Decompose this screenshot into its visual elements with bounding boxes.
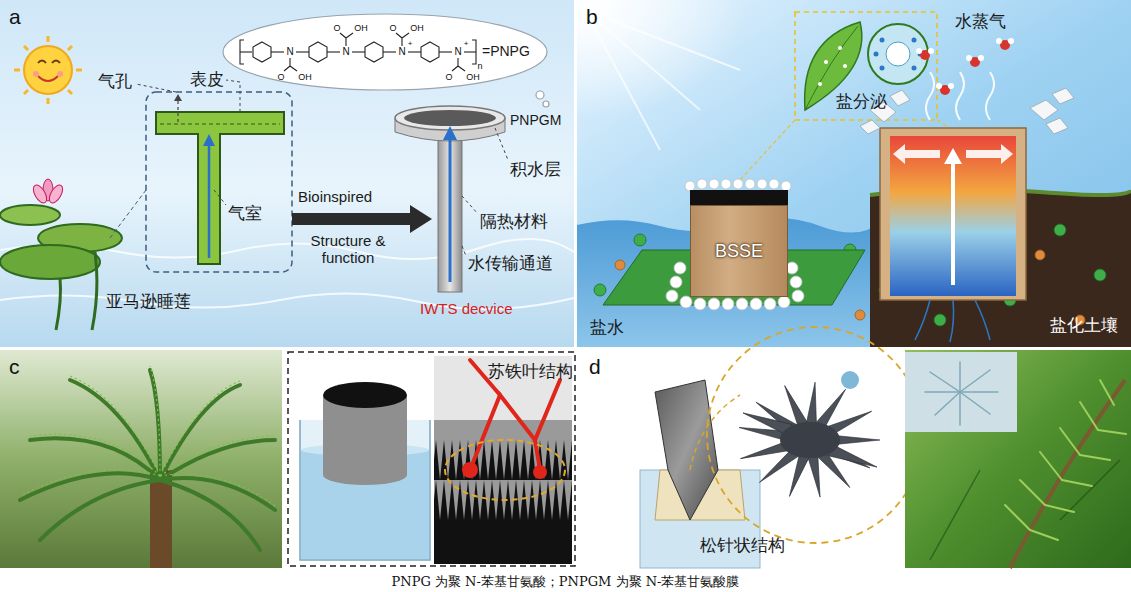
figure-caption: PNPG 为聚 N-苯基甘氨酸；PNPGM 为聚 N-苯基甘氨酸膜 bbox=[0, 573, 1131, 591]
formula-atom: OH bbox=[410, 24, 424, 33]
formula-atom: O bbox=[445, 73, 452, 82]
formula-atom: + bbox=[408, 40, 413, 48]
figure-panel: c bbox=[0, 350, 578, 568]
annotation-label: 亚马逊睡莲 bbox=[106, 292, 191, 312]
figure-panel: bBSSE bbox=[577, 0, 1131, 347]
box-label: BSSE bbox=[715, 241, 763, 262]
formula-atom: N bbox=[286, 47, 293, 57]
annotation-label: 气室 bbox=[228, 204, 262, 224]
panel-letter: d bbox=[589, 355, 601, 379]
figure-panel: d bbox=[580, 350, 1131, 568]
formula-atom: N bbox=[398, 47, 405, 57]
annotation-label: 水蒸气 bbox=[955, 12, 1006, 32]
annotation-label: 松针状结构 bbox=[700, 536, 785, 556]
annotation-label: 表皮 bbox=[190, 70, 224, 90]
annotation-label: 苏铁叶结构 bbox=[488, 362, 573, 382]
formula-atom: O bbox=[389, 24, 396, 33]
panel-letter: c bbox=[9, 355, 20, 379]
annotation-label: 隔热材料 bbox=[480, 212, 548, 232]
formula-atom: OH bbox=[298, 73, 312, 82]
annotation-label: Bioinspired bbox=[298, 188, 372, 205]
formula-atom: N bbox=[342, 47, 349, 57]
panel-letter: b bbox=[586, 5, 598, 29]
formula-atom: n bbox=[477, 62, 482, 71]
annotation-label: 盐水 bbox=[590, 318, 624, 338]
annotation-label: 积水层 bbox=[510, 160, 561, 180]
annotation-label: 水传输通道 bbox=[468, 254, 553, 274]
formula-atom: OH bbox=[354, 24, 368, 33]
annotation-label: 气孔 bbox=[98, 72, 132, 92]
panel-letter: a bbox=[9, 5, 21, 29]
annotation-label: Structure & function bbox=[292, 232, 404, 267]
annotation-label: 盐分泌 bbox=[836, 92, 887, 112]
formula-atom: O bbox=[333, 24, 340, 33]
annotation-label: PNPGM bbox=[510, 112, 561, 128]
formula-atom: + bbox=[464, 40, 469, 48]
annotation-label: IWTS decvice bbox=[420, 300, 513, 317]
formula-atom: O bbox=[277, 73, 284, 82]
annotation-label: =PNPG bbox=[482, 43, 530, 59]
annotation-label: 盐化土壤 bbox=[1050, 316, 1118, 336]
formula-atom: OH bbox=[466, 73, 480, 82]
formula-atom: N bbox=[454, 47, 461, 57]
evaporator-box: BSSE bbox=[690, 205, 788, 297]
